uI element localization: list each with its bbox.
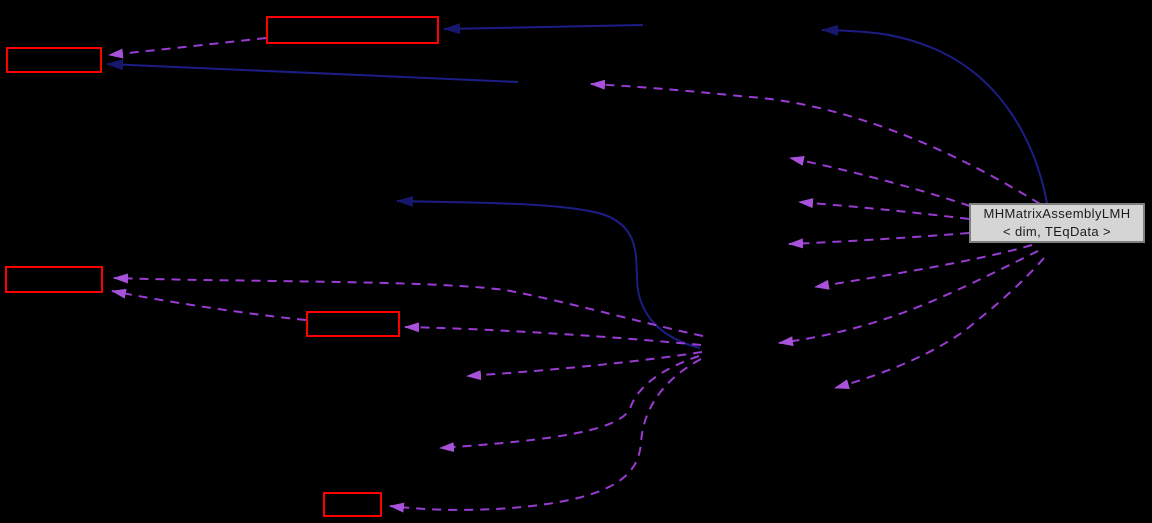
- usage-edge-main-node-to-hidden-n1: [789, 155, 971, 207]
- usage-edge-main-node-to-hidden-n5: [834, 257, 1045, 389]
- linked-class-node-bottom-box[interactable]: [323, 492, 382, 517]
- usage-edge-hidden-hub-d-to-middle-box: [404, 322, 702, 346]
- usage-edge-hidden-hub-d-to-hidden-n7: [439, 355, 700, 453]
- usage-edge-top-box-to-top-left-box: [108, 37, 267, 59]
- linked-class-node-top-box[interactable]: [266, 16, 439, 44]
- usage-edge-main-node-to-hidden-n3: [788, 232, 970, 249]
- usage-edge-main-node-to-hidden-hub-d: [778, 250, 1039, 347]
- usage-edge-main-node-to-hidden-base-b: [590, 79, 1041, 205]
- linked-class-node-mid-left-box[interactable]: [5, 266, 103, 293]
- usage-edge-hidden-hub-d-to-bottom-box: [389, 358, 702, 513]
- linked-class-node-middle-box[interactable]: [306, 311, 400, 337]
- main-class-name: MHMatrixAssemblyLMH: [983, 206, 1131, 222]
- usage-edge-main-node-to-hidden-n2: [798, 198, 970, 220]
- main-class-node: MHMatrixAssemblyLMH < dim, TEqData >: [969, 203, 1145, 243]
- main-class-template-args: < dim, TEqData >: [1002, 224, 1112, 239]
- inheritance-edge-hidden-base-b-to-top-left-box: [106, 59, 519, 83]
- inheritance-edge-hidden-hub-d-to-hidden-base-e: [396, 195, 701, 349]
- usage-edge-hidden-hub-d-to-mid-left-box: [113, 273, 704, 337]
- inheritance-edge-main-node-to-hidden-base-a: [821, 24, 1048, 204]
- usage-edge-main-node-to-hidden-n4: [814, 244, 1033, 290]
- linked-class-node-top-left-box[interactable]: [6, 47, 102, 73]
- usage-edge-middle-box-to-mid-left-box: [111, 288, 307, 321]
- usage-edge-hidden-hub-d-to-hidden-n6: [466, 351, 703, 381]
- inheritance-edge-hidden-base-a-to-top-box: [443, 23, 644, 35]
